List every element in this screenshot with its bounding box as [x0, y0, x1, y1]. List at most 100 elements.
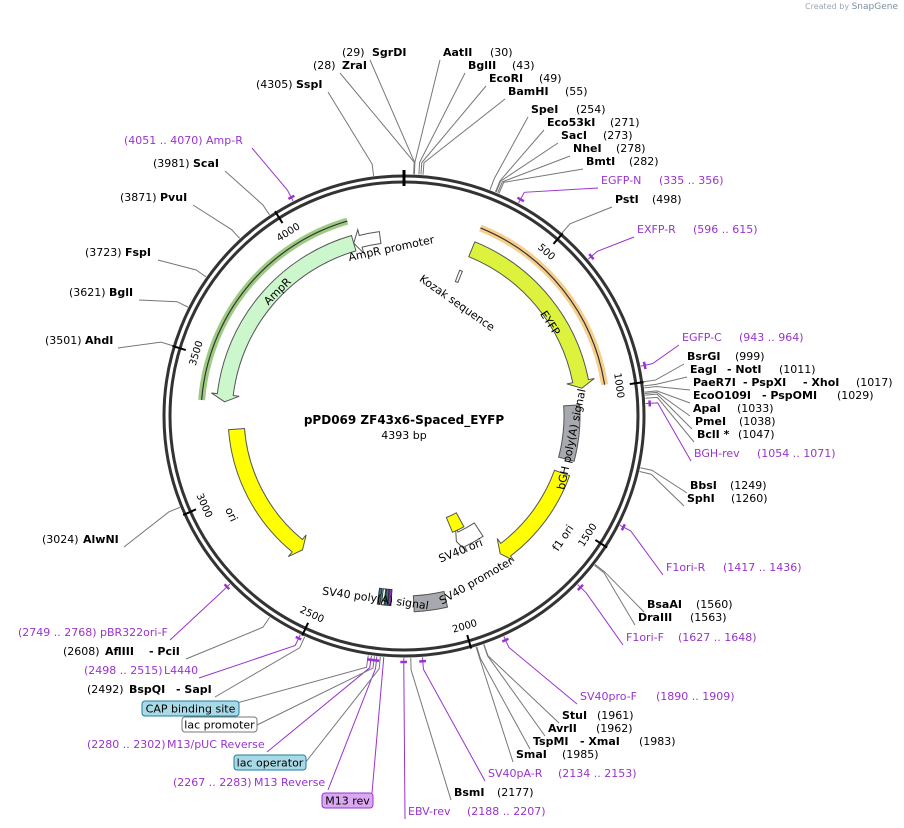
primer-label: L4440: [164, 664, 198, 677]
connector-line: [489, 116, 529, 190]
site-label: (278): [616, 142, 646, 155]
feature-eyfp: [468, 241, 595, 389]
primer-label: (2749 .. 2768): [18, 626, 97, 639]
connector-line: [587, 236, 635, 260]
site-label: (2177): [497, 786, 534, 799]
connector-line: [327, 656, 378, 791]
connector-line: [304, 656, 381, 764]
tick-mark: [594, 539, 608, 549]
connector-line: [476, 646, 531, 750]
site-label: (1560): [696, 598, 733, 611]
site-label: (3723): [85, 246, 122, 259]
site-label: (1017): [856, 376, 893, 389]
site-label: - PciI: [149, 645, 180, 658]
connector-line: [643, 363, 685, 383]
site-label: (2492): [87, 683, 124, 696]
connector-line: [422, 98, 506, 175]
site-label: BsrGI: [687, 350, 720, 363]
primer-label: (2134 .. 2153): [558, 767, 637, 780]
connector-line: [644, 390, 691, 404]
site-label: PvuI: [160, 191, 187, 204]
primer-mark: [295, 635, 302, 641]
connector-line: [640, 467, 688, 494]
feature-label-sv40pa: SV40 poly(A) signal: [321, 585, 429, 613]
primer-label: (2267 .. 2283): [173, 776, 252, 789]
orf-line: [480, 227, 606, 385]
site-label: PaeR7I: [693, 376, 736, 389]
site-label: (30): [490, 46, 513, 59]
primer-label: pBR322ori-F: [100, 626, 168, 639]
site-label: BglI: [109, 286, 133, 299]
primer-label: M13/pUC Reverse: [167, 738, 265, 751]
primer-mark: [419, 659, 427, 663]
primer-mark: [642, 361, 647, 370]
feature-ori: [228, 427, 307, 557]
connector-line: [645, 396, 695, 443]
connector-line: [497, 155, 571, 194]
boxed-feature-label: lac promoter: [184, 719, 255, 732]
primer-label: (943 .. 964): [739, 331, 804, 344]
primer-label: SV40pA-R: [488, 767, 543, 780]
site-label: TspMI: [533, 735, 569, 748]
tick-mark: [172, 345, 187, 351]
site-label: AhdI: [85, 334, 113, 347]
primer-label: SV40pro-F: [580, 690, 637, 703]
site-label: (1047): [738, 428, 775, 441]
tick-label: 1500: [577, 522, 600, 549]
connector-line: [192, 204, 241, 239]
feature-amprprom: [353, 227, 382, 255]
primer-label: (2280 .. 2302): [87, 738, 166, 751]
site-label: BclI *: [697, 428, 730, 441]
primer-label: M13 Reverse: [254, 776, 325, 789]
site-label: SspI: [296, 78, 322, 91]
site-label: (254): [576, 103, 606, 116]
connector-line: [483, 644, 546, 737]
site-label: ApaI: [693, 402, 721, 415]
site-label: AvrII: [548, 722, 577, 735]
primer-label: (1417 .. 1436): [723, 561, 802, 574]
primer-mark: [588, 253, 595, 260]
plasmid-length: 4393 bp: [381, 429, 426, 442]
site-label: SacI: [561, 129, 587, 142]
snapgene-logo-text: SnapGene: [851, 2, 898, 12]
primer-marks: [223, 194, 652, 664]
site-label: - SapI: [176, 683, 212, 696]
connector-line: [475, 646, 514, 763]
orf-line: [201, 220, 348, 401]
primer-mark: [287, 194, 295, 200]
site-label: (49): [539, 72, 562, 85]
site-label: (498): [652, 193, 682, 206]
site-label: (3024): [42, 533, 79, 546]
site-label: (1038): [739, 415, 776, 428]
site-label: (999): [735, 350, 765, 363]
primer-mark: [223, 583, 231, 590]
boxed-feature-label: lac operator: [237, 757, 304, 770]
connector-line: [224, 170, 270, 216]
primer-label: EBV-rev: [408, 805, 451, 818]
site-label: PmeI: [695, 415, 726, 428]
site-label: PstI: [615, 193, 639, 206]
connector-line: [413, 59, 441, 175]
site-label: - XmaI: [580, 735, 620, 748]
primer-label: EGFP-N: [601, 174, 641, 187]
site-label: (282): [629, 155, 659, 168]
created-by-text: Created by: [805, 2, 850, 11]
tick-label: 3500: [188, 340, 206, 368]
connector-line: [495, 129, 545, 193]
primer-label: (2498 .. 2515): [84, 664, 163, 677]
tick-mark: [629, 381, 644, 386]
connector-line: [117, 341, 173, 349]
site-label: (3871): [120, 191, 157, 204]
connector-line: [594, 564, 636, 626]
site-label: (3981): [153, 157, 190, 170]
site-label: BbsI: [690, 479, 717, 492]
site-label: (1033): [737, 402, 774, 415]
boxed-label-background: [321, 792, 374, 809]
site-label: ZraI: [342, 59, 367, 72]
small-feature-block: [387, 588, 393, 607]
site-label: SphI: [687, 492, 715, 505]
connector-line: [644, 391, 691, 417]
connector-line: [169, 583, 231, 641]
tick-mark: [466, 634, 473, 649]
site-label: - NotI: [727, 363, 762, 376]
